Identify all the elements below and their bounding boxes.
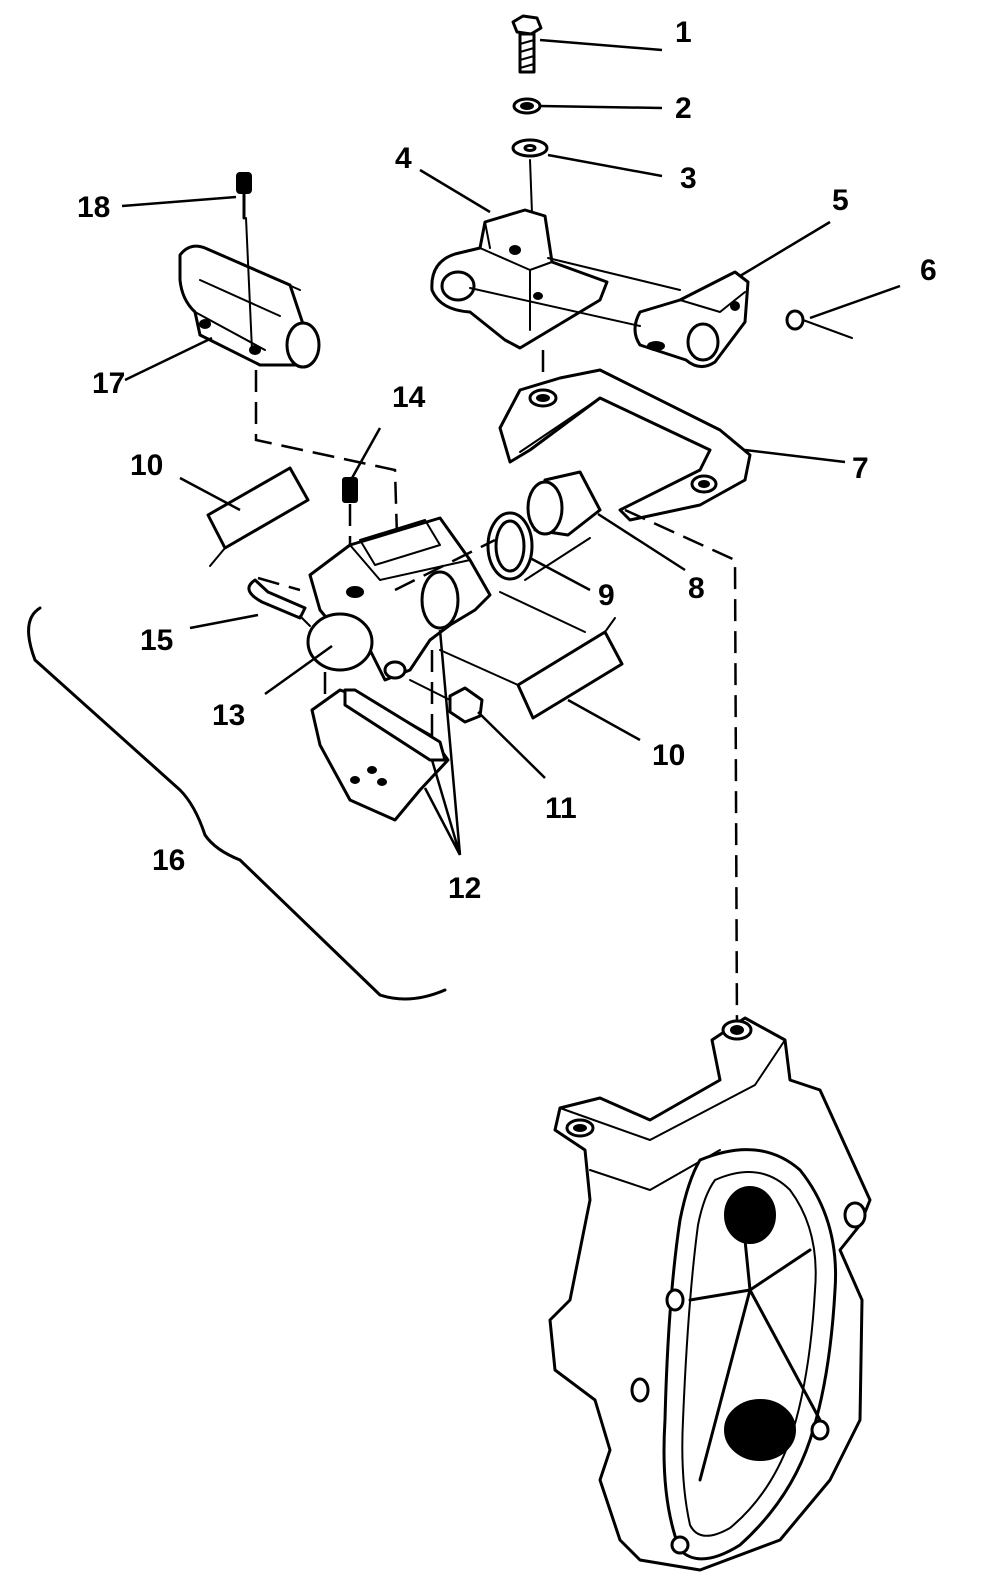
- callout-3: 3: [680, 162, 697, 195]
- callout-14: 14: [392, 381, 426, 414]
- ring-axis-line: [524, 537, 591, 581]
- callout-2: 2: [675, 92, 692, 125]
- part-10-pad-upper: [206, 466, 310, 567]
- part-9-ring: [486, 511, 534, 581]
- callout-6: 6: [920, 254, 937, 287]
- part-17-cylinder: [178, 244, 321, 369]
- callout-13: 13: [212, 699, 245, 732]
- clamp-link-line-2: [469, 287, 641, 327]
- part-7-mount-frame: [498, 368, 752, 522]
- callout-10-lower: 10: [652, 739, 685, 772]
- caliper-dash-upper: [257, 538, 496, 592]
- chaincase-housing: [548, 1016, 872, 1572]
- callout-15: 15: [140, 624, 173, 657]
- part-8-bushing: [526, 470, 602, 537]
- callout-18: 18: [77, 191, 110, 224]
- part-2-lock-washer: [512, 97, 542, 115]
- cylinder-dash-line: [254, 370, 400, 571]
- part-18-bolt: [236, 172, 252, 220]
- part-12-brake-pads: [310, 688, 450, 822]
- part-1-bolt: [511, 14, 543, 74]
- part-11-nut: [409, 679, 484, 724]
- callout-11: 11: [545, 792, 577, 825]
- part-13-caliper: [306, 516, 492, 682]
- part-10-pad-lower: [516, 617, 624, 720]
- callout-10-upper: 10: [130, 449, 163, 482]
- callout-9: 9: [598, 579, 615, 612]
- callout-7: 7: [852, 452, 869, 485]
- housing-dash-line: [624, 508, 739, 1031]
- callout-17: 17: [92, 367, 125, 400]
- cylinder-axis-line: [245, 217, 253, 351]
- callout-5: 5: [832, 184, 849, 217]
- part-6-screw: [785, 309, 853, 339]
- callout-8: 8: [688, 572, 705, 605]
- part-15-hose: [247, 578, 311, 627]
- part-3-flat-washer: [511, 138, 549, 158]
- pad-link-line: [439, 649, 519, 686]
- callout-4: 4: [395, 142, 412, 175]
- part-4-bracket: [430, 208, 609, 350]
- part-5-clamp: [633, 270, 750, 368]
- leader-lines: [121, 38, 901, 856]
- clamp-link-line-1: [547, 257, 681, 291]
- callout-1: 1: [675, 16, 692, 49]
- group-16-bracket: [27, 606, 447, 1001]
- callout-16: 16: [152, 844, 185, 877]
- pad-link-line-2: [499, 591, 586, 633]
- callout-12: 12: [448, 872, 481, 905]
